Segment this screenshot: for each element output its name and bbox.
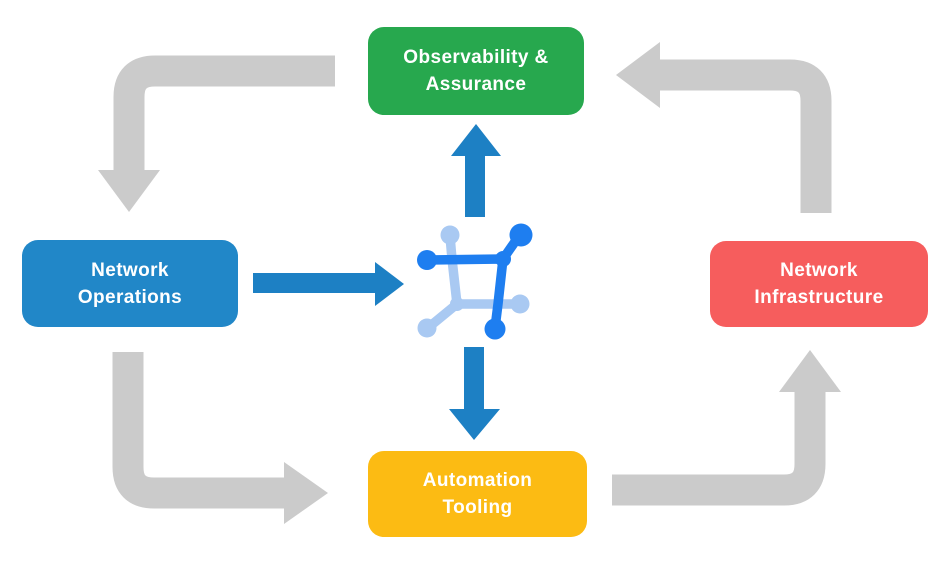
node-network-infrastructure: Network Infrastructure (710, 241, 928, 327)
node-label-line: Assurance (425, 74, 527, 95)
arrow-tooling-to-infrastructure (612, 350, 841, 506)
node-network-operations: Network Operations (22, 240, 238, 327)
node-observability-assurance: Observability & Assurance (368, 27, 584, 115)
node-label-line: Tooling (442, 497, 513, 518)
node-label-line: Network (91, 259, 169, 281)
network-fabric-icon (417, 223, 533, 340)
arrow-operations-to-tooling (112, 352, 328, 524)
arrow-operations-to-center (253, 262, 404, 306)
arrow-center-to-tooling (449, 347, 500, 440)
arrow-center-to-observability (451, 124, 501, 217)
node-label-line: Automation (422, 470, 533, 491)
arrow-observability-to-operations (98, 55, 335, 212)
arrow-infrastructure-to-observability (616, 42, 832, 213)
node-label-line: Operations (77, 286, 183, 308)
node-label-line: Infrastructure (754, 287, 884, 308)
node-label-line: Observability & (403, 47, 549, 68)
node-label-line: Network (780, 260, 858, 281)
node-automation-tooling: Automation Tooling (368, 451, 587, 537)
